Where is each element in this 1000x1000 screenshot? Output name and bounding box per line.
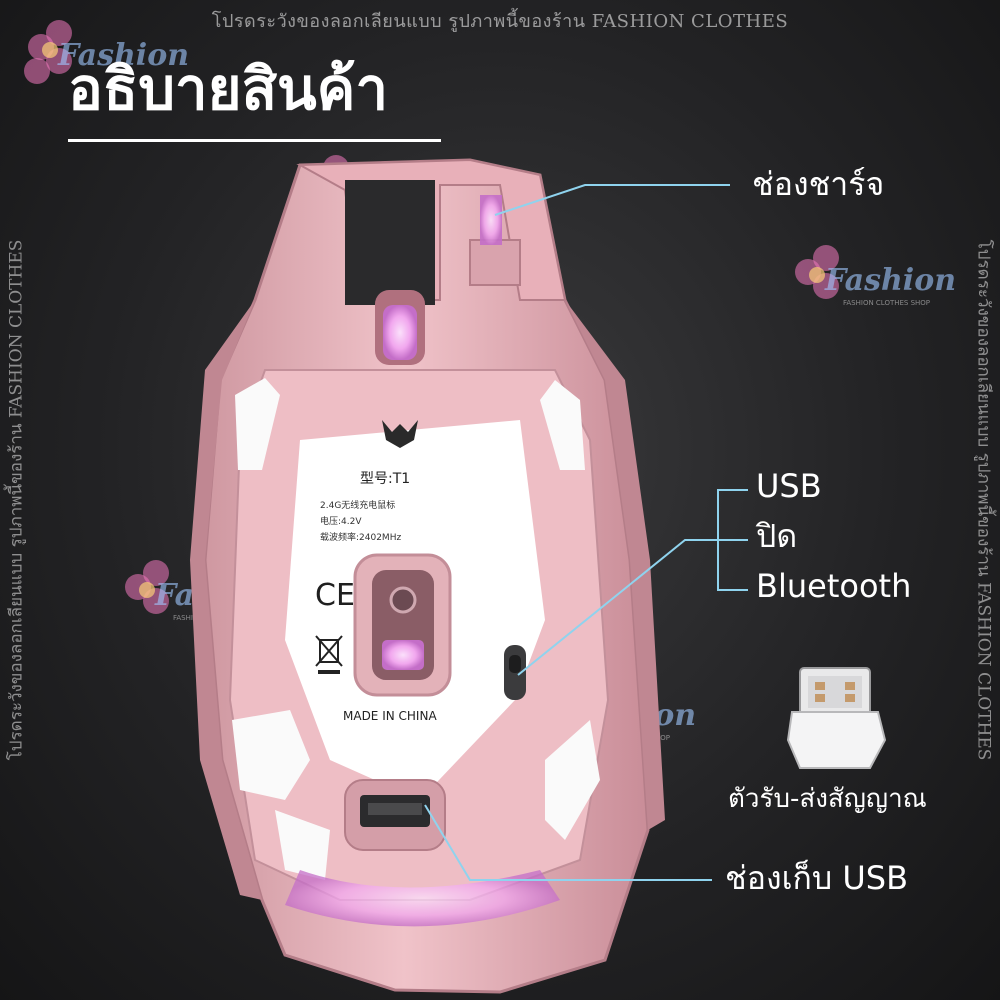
page-title: อธิบายสินค้า [68, 55, 389, 123]
mouse-side-right [565, 300, 665, 830]
spec-line-3: 载波频率:2402MHz [320, 531, 401, 543]
logo-subtitle: FASHION CLOTHES SHOP [843, 299, 931, 307]
receiver-contact [845, 694, 855, 702]
title-underline [68, 139, 441, 142]
usb-slot-tongue [368, 803, 422, 815]
label-switch-usb: USB [756, 467, 822, 505]
receiver-plug-inner [808, 676, 862, 708]
sensor-glow [382, 640, 424, 670]
receiver-contact [815, 682, 825, 690]
model-text: 型号:T1 [360, 471, 410, 487]
skate-pad [540, 380, 585, 470]
receiver-contact [845, 682, 855, 690]
label-charge-port: ช่องชาร์จ [752, 165, 885, 203]
logo-word: Fashion [58, 38, 190, 73]
spec-line-2: 电压:4.2V [320, 515, 362, 527]
label-switch-bluetooth: Bluetooth [756, 567, 912, 605]
label-usb-storage: ช่องเก็บ USB [725, 859, 909, 897]
skate-pad [275, 810, 330, 880]
fashion-logo-icon: Fashion FASHION CLOTHES SHOP [795, 245, 957, 325]
ce-mark-icon: CE [315, 578, 355, 613]
bottom-rgb-glow [285, 870, 560, 927]
skate-pad [232, 710, 310, 800]
spec-line-1: 2.4G无线充电鼠标 [320, 499, 395, 511]
made-in-text: MADE IN CHINA [343, 709, 437, 723]
mouse-side-left [190, 300, 262, 900]
receiver-body [786, 711, 887, 769]
fashion-logo-icon: Fashion [24, 20, 190, 100]
logo-word: Fashion [825, 263, 957, 298]
sensor-lens-icon [389, 586, 417, 614]
skate-pad [235, 378, 280, 470]
receiver-contact [815, 694, 825, 702]
scroll-wheel-icon [383, 305, 417, 360]
brand-wolf-icon [382, 420, 418, 448]
watermark-top: โปรดระวังของลอกเลียนแบบ รูปภาพนี้ของร้าน… [211, 11, 789, 32]
label-switch-off: ปิด [756, 517, 798, 555]
label-receiver: ตัวรับ-ส่งสัญญาณ [728, 784, 927, 814]
recycle-bin-icon [315, 635, 343, 674]
button-gap [345, 180, 435, 305]
